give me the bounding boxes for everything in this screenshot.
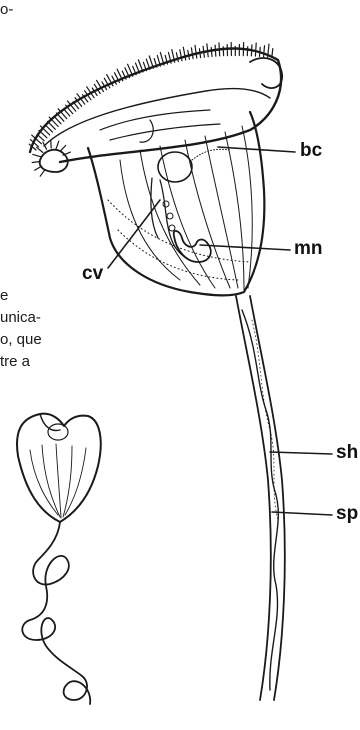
cilium (40, 170, 45, 177)
cilium (64, 109, 70, 116)
cilium (37, 147, 43, 152)
cropped-text-line-1: e (0, 286, 8, 305)
cilium (255, 43, 256, 56)
zooid-body (30, 49, 282, 296)
cilium (46, 126, 52, 132)
cilium (38, 135, 45, 141)
stalk (236, 296, 285, 700)
cilium (207, 44, 208, 57)
cilium (55, 117, 61, 124)
cilium (215, 45, 216, 56)
cropped-text-line-3: o, que (0, 330, 42, 349)
cropped-text-line-2: unica- (0, 308, 41, 327)
cropped-text-line-4: tre a (0, 352, 30, 371)
cilium (51, 140, 52, 148)
cilium (33, 154, 41, 156)
leader-lines (108, 147, 332, 515)
cilium (219, 43, 220, 56)
cilium (195, 45, 197, 58)
cilium (56, 141, 59, 149)
cilium (203, 46, 204, 57)
cilium (264, 46, 265, 57)
cilium (35, 166, 42, 170)
label-sh: sh (336, 442, 358, 464)
cv-leader (108, 200, 160, 268)
contracted-zooid (17, 414, 101, 704)
mn-leader (200, 245, 290, 250)
cilium (188, 51, 190, 60)
label-mn: mn (294, 238, 323, 260)
cilium (60, 145, 65, 151)
cilium (191, 48, 193, 59)
label-sp: sp (336, 503, 358, 525)
label-cv: cv (82, 263, 103, 285)
cilium (251, 45, 252, 56)
cilium (211, 48, 212, 57)
cilium (199, 49, 200, 58)
cropped-text-top: o- (0, 0, 13, 19)
label-bc: bc (300, 140, 322, 162)
sp-leader (272, 512, 332, 515)
cilium (260, 47, 261, 56)
